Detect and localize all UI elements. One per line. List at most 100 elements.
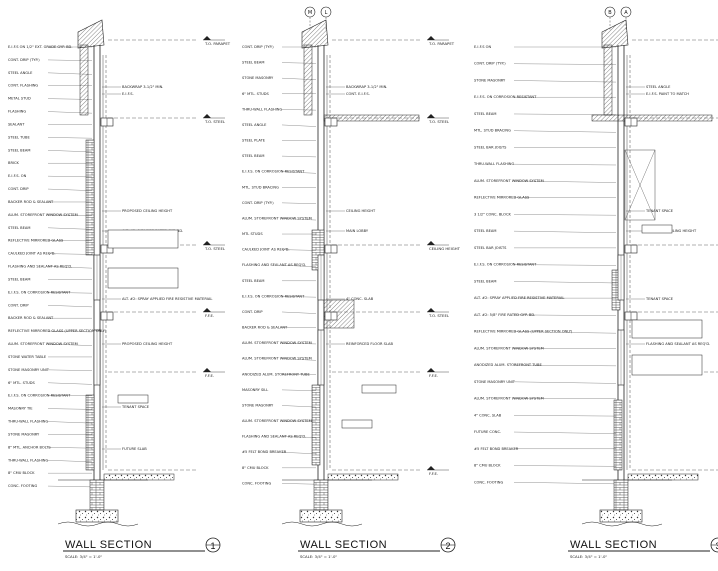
callout-leader	[513, 164, 617, 166]
callout-left: ALUM. STOREFRONT WINDOW SYSTEM	[242, 341, 312, 345]
callout-leader	[281, 389, 317, 391]
callout-left: CAULKED JOINT AS REQ'D.	[242, 248, 290, 252]
callout-left: 3 1/2" CONC. BLOCK	[474, 212, 512, 216]
spray-fire-note-box	[107, 267, 179, 289]
elevation-label: CEILING HEIGHT	[429, 246, 461, 251]
callout-leader	[47, 214, 93, 216]
callout-right: REINFORCED FLOOR SLAB	[346, 342, 393, 346]
callout-left: STEEL BEAM	[8, 148, 30, 152]
callout-left: ALT. #2: 5/8" FIRE RATED GYP. BD.	[474, 313, 535, 317]
callout-left: FLASHING AND SEALANT AS REQ'D.	[8, 265, 72, 269]
callout-right: CONT. E.I.F.S.	[346, 92, 370, 96]
callout-left: STONE MASONRY	[242, 403, 274, 407]
callout-left: BACKER ROD & SEALANT	[242, 326, 288, 330]
callout-leader	[47, 150, 93, 153]
slab-on-grade	[327, 473, 399, 481]
elevation-marker	[427, 308, 435, 312]
parapet-cap	[301, 19, 329, 49]
elevation-label: F.F.E.	[205, 373, 214, 378]
callout-left: CAULKED JOINT AS REQ'D.	[8, 252, 56, 256]
callout-right: 4" CONC. SLAB	[346, 297, 374, 301]
elevation-label: T.O. PARAPET	[204, 41, 231, 46]
callout-right: PROPOSED CEILING HEIGHT	[122, 342, 173, 346]
callout-leader	[513, 364, 617, 366]
section-number: 3	[715, 541, 718, 551]
elevation-label: T.O. STEEL	[428, 119, 450, 124]
callout-leader	[281, 483, 317, 485]
callout-left: ALUM. STOREFRONT WINDOW SYSTEM	[242, 216, 312, 220]
callout-leader	[47, 460, 93, 462]
spray-fire-note-box	[631, 354, 703, 376]
callout-left: E.I.F.S. ON	[8, 174, 27, 178]
callout-leader	[281, 62, 317, 64]
callout-leader	[281, 436, 317, 438]
callout-leader	[281, 218, 317, 221]
callout-left: E.I.F.S. ON CORROSION RESISTANT	[242, 294, 305, 298]
main-lobby-box	[361, 384, 397, 394]
callout-leader	[513, 214, 617, 216]
slab-on-grade	[103, 473, 175, 481]
callout-left: E.I.F.S ON 1/2" EXT. GRADE GYP. BD.	[8, 45, 72, 49]
callout-left: 6" MTL. STUDS	[242, 92, 270, 96]
fire-rating-note-box	[107, 229, 179, 249]
callout-leader	[281, 358, 317, 361]
callout-left: STEEL BEAM	[474, 112, 496, 116]
elevation-label: T.O. STEEL	[204, 119, 226, 124]
earth-line	[581, 521, 663, 527]
callout-right: FUTURE SLAB	[122, 447, 147, 451]
callout-left: STEEL ANGLE	[242, 123, 267, 127]
callout-right: TENANT SPACE	[121, 405, 150, 409]
concrete-footing	[599, 509, 643, 523]
callout-left: E.I.F.S. ON CORROSION RESISTANT	[474, 263, 537, 267]
callout-left: CONT. DRIP	[8, 303, 29, 307]
callout-leader	[47, 253, 93, 255]
callout-left: E.I.F.S. ON CORROSION RESISTANT	[474, 95, 537, 99]
callout-left: ALUM. STOREFRONT WINDOW SYSTEM	[474, 179, 544, 183]
callout-leader	[281, 311, 317, 314]
callout-left: ALUM. STOREFRONT WINDOW SYSTEM	[8, 342, 78, 346]
callout-left: CONC. FOOTING	[242, 481, 271, 485]
elevation-label: T.O. STEEL	[204, 246, 226, 251]
callout-leader	[513, 314, 617, 316]
callout-leader	[281, 452, 317, 454]
callout-left: STEEL ANGLE	[8, 71, 33, 75]
callout-left: METAL STUD	[8, 97, 31, 101]
callout-left: STONE MASONRY	[8, 432, 40, 436]
callout-left: STEEL BEAM	[242, 279, 264, 283]
callout-left: REFLECTIVE MIRRORED GLASS	[8, 239, 64, 243]
callout-leader	[281, 109, 317, 111]
concrete-footing	[299, 509, 343, 523]
callout-leader	[513, 281, 617, 284]
callout-left: CONT. DRIP (TYP.)	[242, 45, 274, 49]
callout-leader	[281, 78, 317, 80]
brick-veneer-upper	[85, 139, 95, 256]
callout-left: E.I.F.S ON	[474, 45, 491, 49]
callout-left: CONT. DRIP (TYP.)	[242, 201, 274, 205]
callout-leader	[47, 421, 93, 424]
fire-rating-note-box	[631, 319, 703, 339]
bar-joist-zone	[624, 149, 656, 221]
callout-right: STEEL ANGLE	[646, 85, 671, 89]
callout-leader	[47, 111, 93, 114]
elevation-marker	[427, 114, 435, 118]
callout-leader	[281, 202, 317, 204]
callout-right: BACKWRAP 3-1/2" MIN.	[122, 85, 163, 89]
elevation-label: F.F.E.	[205, 313, 214, 318]
elevation-marker	[203, 114, 211, 118]
callout-left: MTL STUDS	[242, 232, 263, 236]
callout-left: CONC. FOOTING	[474, 480, 503, 484]
callout-leader	[513, 264, 617, 266]
callout-leader	[513, 231, 617, 233]
callout-left: ANODIZED ALUM. STOREFRONT TUBE	[242, 372, 311, 376]
parapet-cap	[77, 19, 105, 49]
callout-left: E.I.F.S. ON CORROSION RESISTANT	[242, 170, 305, 174]
callout-left: STEEL TUBE	[8, 135, 30, 139]
section-number: 1	[210, 541, 215, 551]
elevation-label: T.O. STEEL	[428, 313, 450, 318]
callout-leader	[47, 330, 93, 333]
callout-leader	[281, 265, 317, 267]
callout-leader	[47, 137, 93, 139]
callout-left: 6" MTL. STUDS	[8, 381, 36, 385]
callout-leader	[513, 431, 617, 434]
callout-left: STONE MASONRY UNIT	[474, 380, 516, 384]
